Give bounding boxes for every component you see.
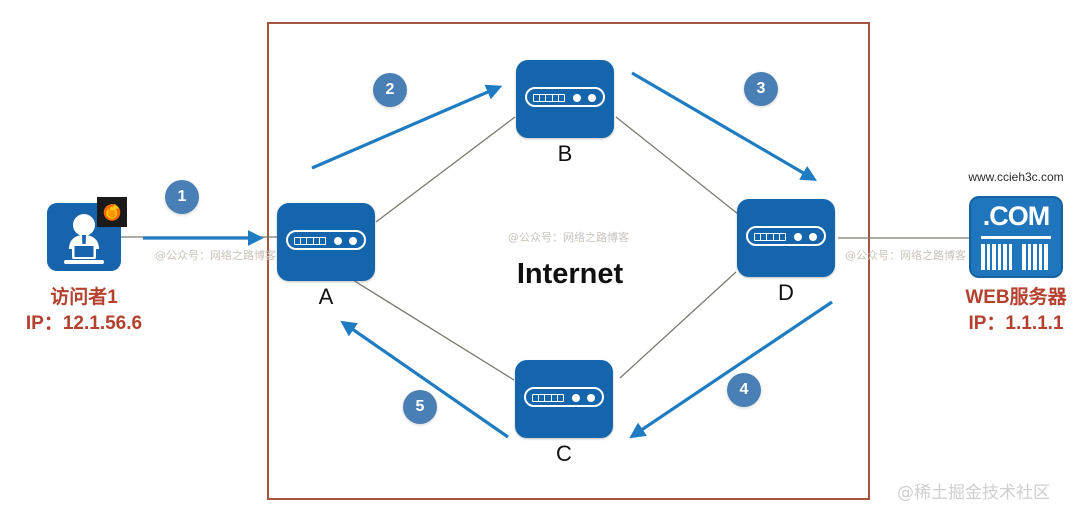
watermark-corner: @稀土掘金技术社区 [897, 483, 1050, 503]
router-indicator-icon [794, 233, 802, 241]
visitor-name: 访问者1 [50, 287, 118, 308]
arrow-step-5 [340, 320, 509, 439]
watermark-center: @公众号：网络之路博客 [508, 231, 629, 244]
router-face-d [746, 226, 826, 246]
router-leds-icon [533, 94, 565, 102]
router-indicator-icon [334, 237, 342, 245]
link-b-d [615, 116, 739, 215]
internet-boundary-box [267, 22, 870, 500]
step-badge-1[interactable]: 1 [165, 180, 199, 214]
router-leds-icon [754, 233, 786, 241]
internet-label: Internet [516, 258, 624, 290]
router-leds-icon [532, 394, 564, 402]
router-face-a [286, 230, 366, 250]
link-a-b [375, 116, 516, 223]
arrow-step-4 [629, 300, 833, 439]
arrow-step-3 [631, 71, 817, 181]
arrow-step-2 [311, 84, 503, 170]
router-label-d: D [778, 280, 794, 305]
router-leds-icon [294, 237, 326, 245]
server-divider [981, 236, 1051, 239]
router-indicator-icon [349, 237, 357, 245]
server-caption: WEB服务器 IP：1.1.1.1 [946, 285, 1080, 337]
web-server-icon[interactable]: .COM [969, 196, 1063, 278]
visitor-caption: 访问者1 IP：12.1.56.6 [4, 285, 164, 337]
router-d[interactable] [737, 199, 835, 277]
firefox-icon [97, 197, 127, 227]
flow-arrows [143, 71, 833, 439]
router-c[interactable] [515, 360, 613, 438]
server-name: WEB服务器 [965, 287, 1067, 308]
watermark-left: @公众号：网络之路博客 [155, 249, 276, 262]
router-label-c: C [556, 441, 572, 466]
watermark-right: @公众号：网络之路博客 [845, 249, 966, 262]
router-indicator-icon [573, 94, 581, 102]
barcode-icon [981, 244, 1051, 270]
person-at-laptop-icon [64, 214, 104, 264]
link-c-a [339, 271, 515, 381]
router-indicator-icon [588, 94, 596, 102]
router-a[interactable] [277, 203, 375, 281]
link-d-c [619, 271, 737, 379]
step-badge-5[interactable]: 5 [403, 390, 437, 424]
router-face-b [525, 87, 605, 107]
router-label-b: B [557, 141, 573, 166]
step-badge-2[interactable]: 2 [373, 73, 407, 107]
router-indicator-icon [587, 394, 595, 402]
visitor-icon[interactable] [47, 197, 127, 271]
visitor-ip: IP：12.1.56.6 [25, 313, 143, 334]
router-b[interactable] [516, 60, 614, 138]
step-badge-4[interactable]: 4 [727, 373, 761, 407]
router-label-a: A [318, 284, 334, 309]
step-badge-3[interactable]: 3 [744, 72, 778, 106]
com-text: .COM [982, 201, 1051, 231]
router-indicator-icon [809, 233, 817, 241]
router-face-c [524, 387, 604, 407]
server-ip: IP：1.1.1.1 [968, 313, 1064, 334]
server-url: www.ccieh3c.com [968, 170, 1064, 184]
router-indicator-icon [572, 394, 580, 402]
